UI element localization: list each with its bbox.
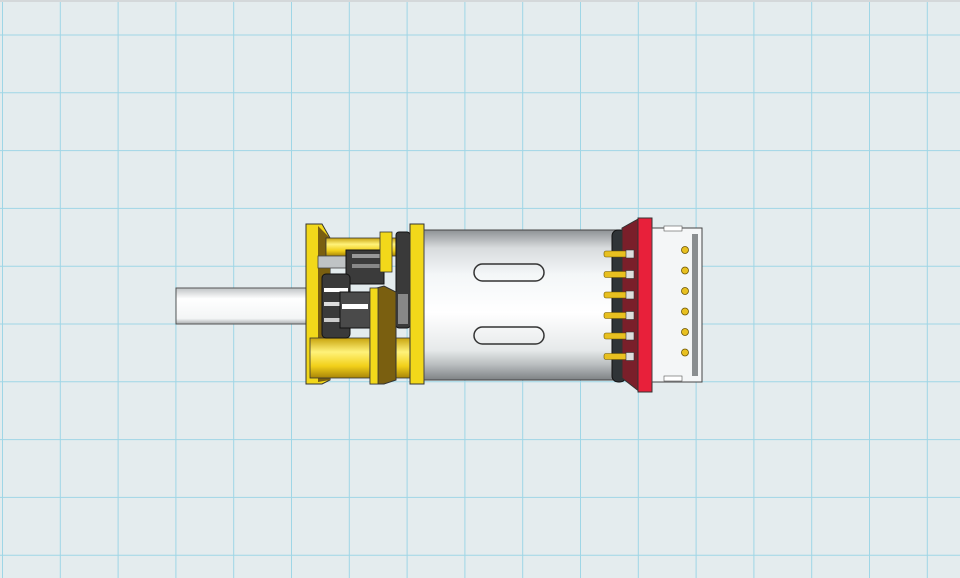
encoder-pins (603, 249, 635, 361)
vent-slot-top (473, 263, 545, 282)
header-pin (681, 307, 689, 316)
output-shaft[interactable] (175, 287, 307, 325)
pin-solder (625, 352, 635, 361)
motor-can[interactable] (423, 229, 619, 381)
pin-solder (625, 290, 635, 300)
connector-header[interactable] (651, 225, 703, 383)
header-pin (681, 348, 689, 357)
pin-solder (625, 270, 635, 279)
header-pin (681, 287, 689, 295)
vent-slot-bottom (473, 326, 545, 345)
gear-motor-model[interactable] (175, 217, 703, 393)
spacer-post-bottom (309, 337, 417, 379)
connector-pins (681, 246, 689, 357)
gearbox-rear-plate[interactable] (409, 223, 425, 385)
gears (317, 231, 411, 339)
pin-solder (625, 331, 635, 341)
pin-solder (625, 311, 635, 320)
header-pin (681, 266, 689, 275)
pin-solder (625, 249, 635, 259)
header-pin (681, 328, 689, 336)
header-pin (681, 246, 689, 254)
